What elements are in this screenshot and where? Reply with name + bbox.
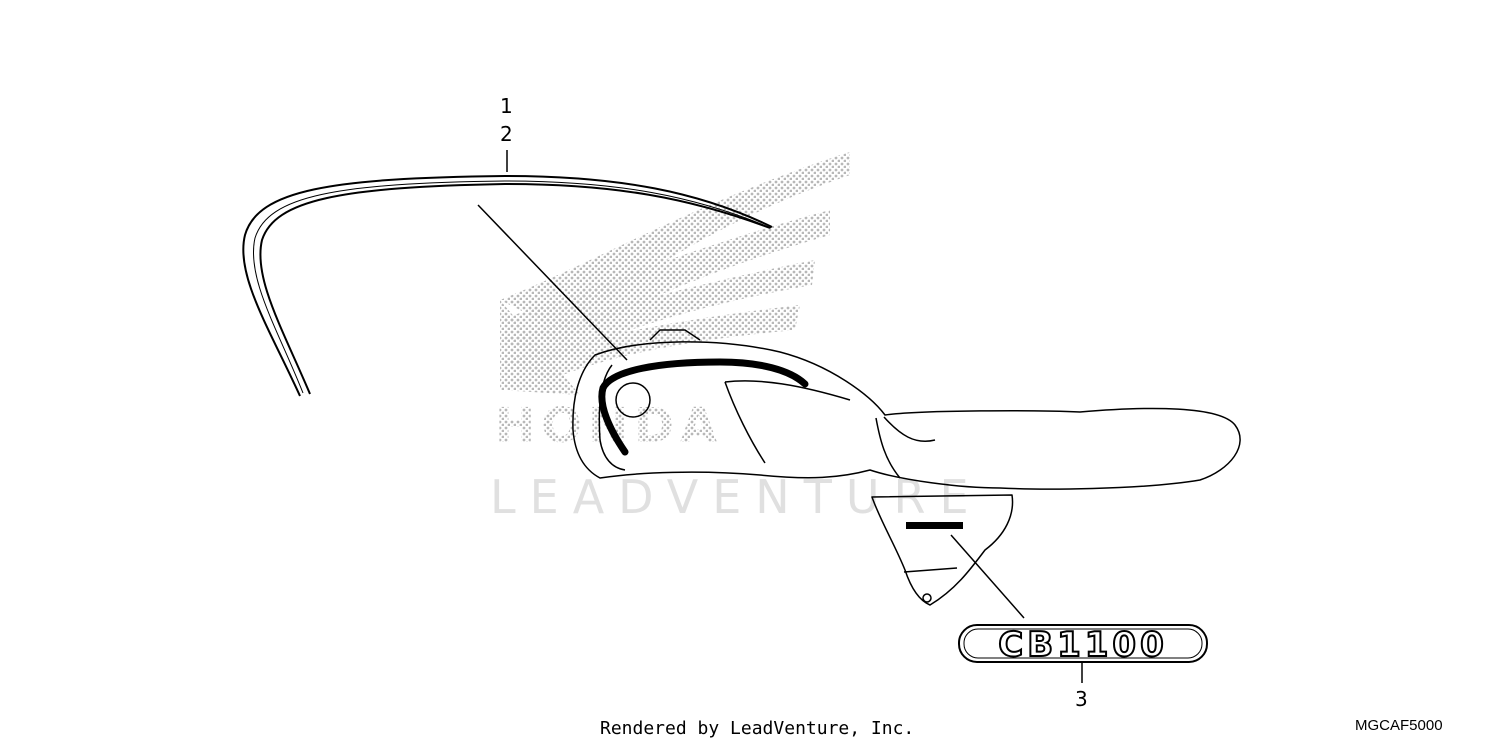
side-cover-emblem-mark xyxy=(906,522,963,529)
fuel-tank-and-seat xyxy=(572,329,1241,490)
honda-wing-watermark: HONDA xyxy=(495,152,850,454)
cb1100-emblem: CB1100 xyxy=(958,624,1208,666)
side-cover xyxy=(871,494,1014,606)
leader-line-1-2 xyxy=(477,204,628,361)
leader-line-3 xyxy=(950,534,1025,619)
tank-stripe xyxy=(598,358,809,456)
stripe-decal xyxy=(242,175,773,397)
callout-2: 2 xyxy=(500,122,513,146)
callout-3: 3 xyxy=(1075,687,1088,711)
footer-credit: Rendered by LeadVenture, Inc. xyxy=(600,718,915,739)
diagram-code: MGCAF5000 xyxy=(1355,717,1443,734)
callout-1: 1 xyxy=(500,94,513,118)
emblem-text: CB1100 xyxy=(998,625,1168,665)
fuel-cap xyxy=(615,382,651,418)
